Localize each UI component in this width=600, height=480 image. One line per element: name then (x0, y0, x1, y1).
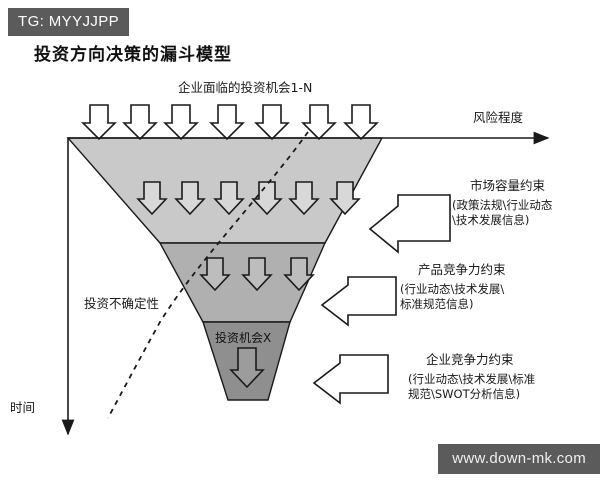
callout-market-capacity-detail-2: \技术发展信息) (452, 213, 530, 228)
uncertainty-curve (107, 131, 309, 419)
tag-badge: TG: MYYJJPP (8, 8, 130, 36)
callout-pointer-enterprise-competitiveness (312, 354, 389, 405)
watermark-badge: www.down-mk.com (438, 444, 600, 474)
callout-product-competitiveness-detail-1: (行业动态\技术发展\ (400, 281, 505, 296)
callout-enterprise-competitiveness-detail-2: 规范\SWOT分析信息) (408, 387, 521, 402)
callout-market-capacity-heading: 市场容量约束 (470, 178, 546, 193)
callout-pointer-product-competitiveness (320, 276, 397, 327)
flow-arrow-row-stage1 (136, 181, 361, 216)
label-time-axis: 时间 (10, 400, 36, 415)
flow-arrow-row-stage2 (199, 257, 315, 292)
callout-product-competitiveness-detail-2: 标准规范信息) (400, 297, 474, 312)
callout-market-capacity-detail-1: (政策法规\行业动态 (452, 197, 553, 212)
callout-enterprise-competitiveness: 企业竞争力约束 (行业动态\技术发展\标准 规范\SWOT分析信息) (408, 352, 535, 403)
output-arrow (229, 347, 265, 389)
label-top-input: 企业面临的投资机会1-N (178, 80, 313, 95)
label-investment-uncertainty: 投资不确定性 (84, 296, 160, 311)
callout-market-capacity: 市场容量约束 (政策法规\行业动态 \技术发展信息) (452, 178, 552, 229)
label-funnel-output: 投资机会X (215, 331, 272, 345)
page-title: 投资方向决策的漏斗模型 (34, 45, 232, 65)
callout-enterprise-competitiveness-detail-1: (行业动态\技术发展\标准 (408, 371, 536, 386)
input-arrow-row-top (81, 104, 379, 141)
callout-pointer-market-capacity (368, 194, 451, 254)
callout-product-competitiveness-heading: 产品竞争力约束 (418, 262, 506, 277)
callout-enterprise-competitiveness-heading: 企业竞争力约束 (426, 352, 514, 367)
label-risk-axis: 风险程度 (473, 110, 524, 125)
callout-product-competitiveness: 产品竞争力约束 (行业动态\技术发展\ 标准规范信息) (400, 262, 506, 313)
callout-pointer-arrows (312, 194, 451, 405)
